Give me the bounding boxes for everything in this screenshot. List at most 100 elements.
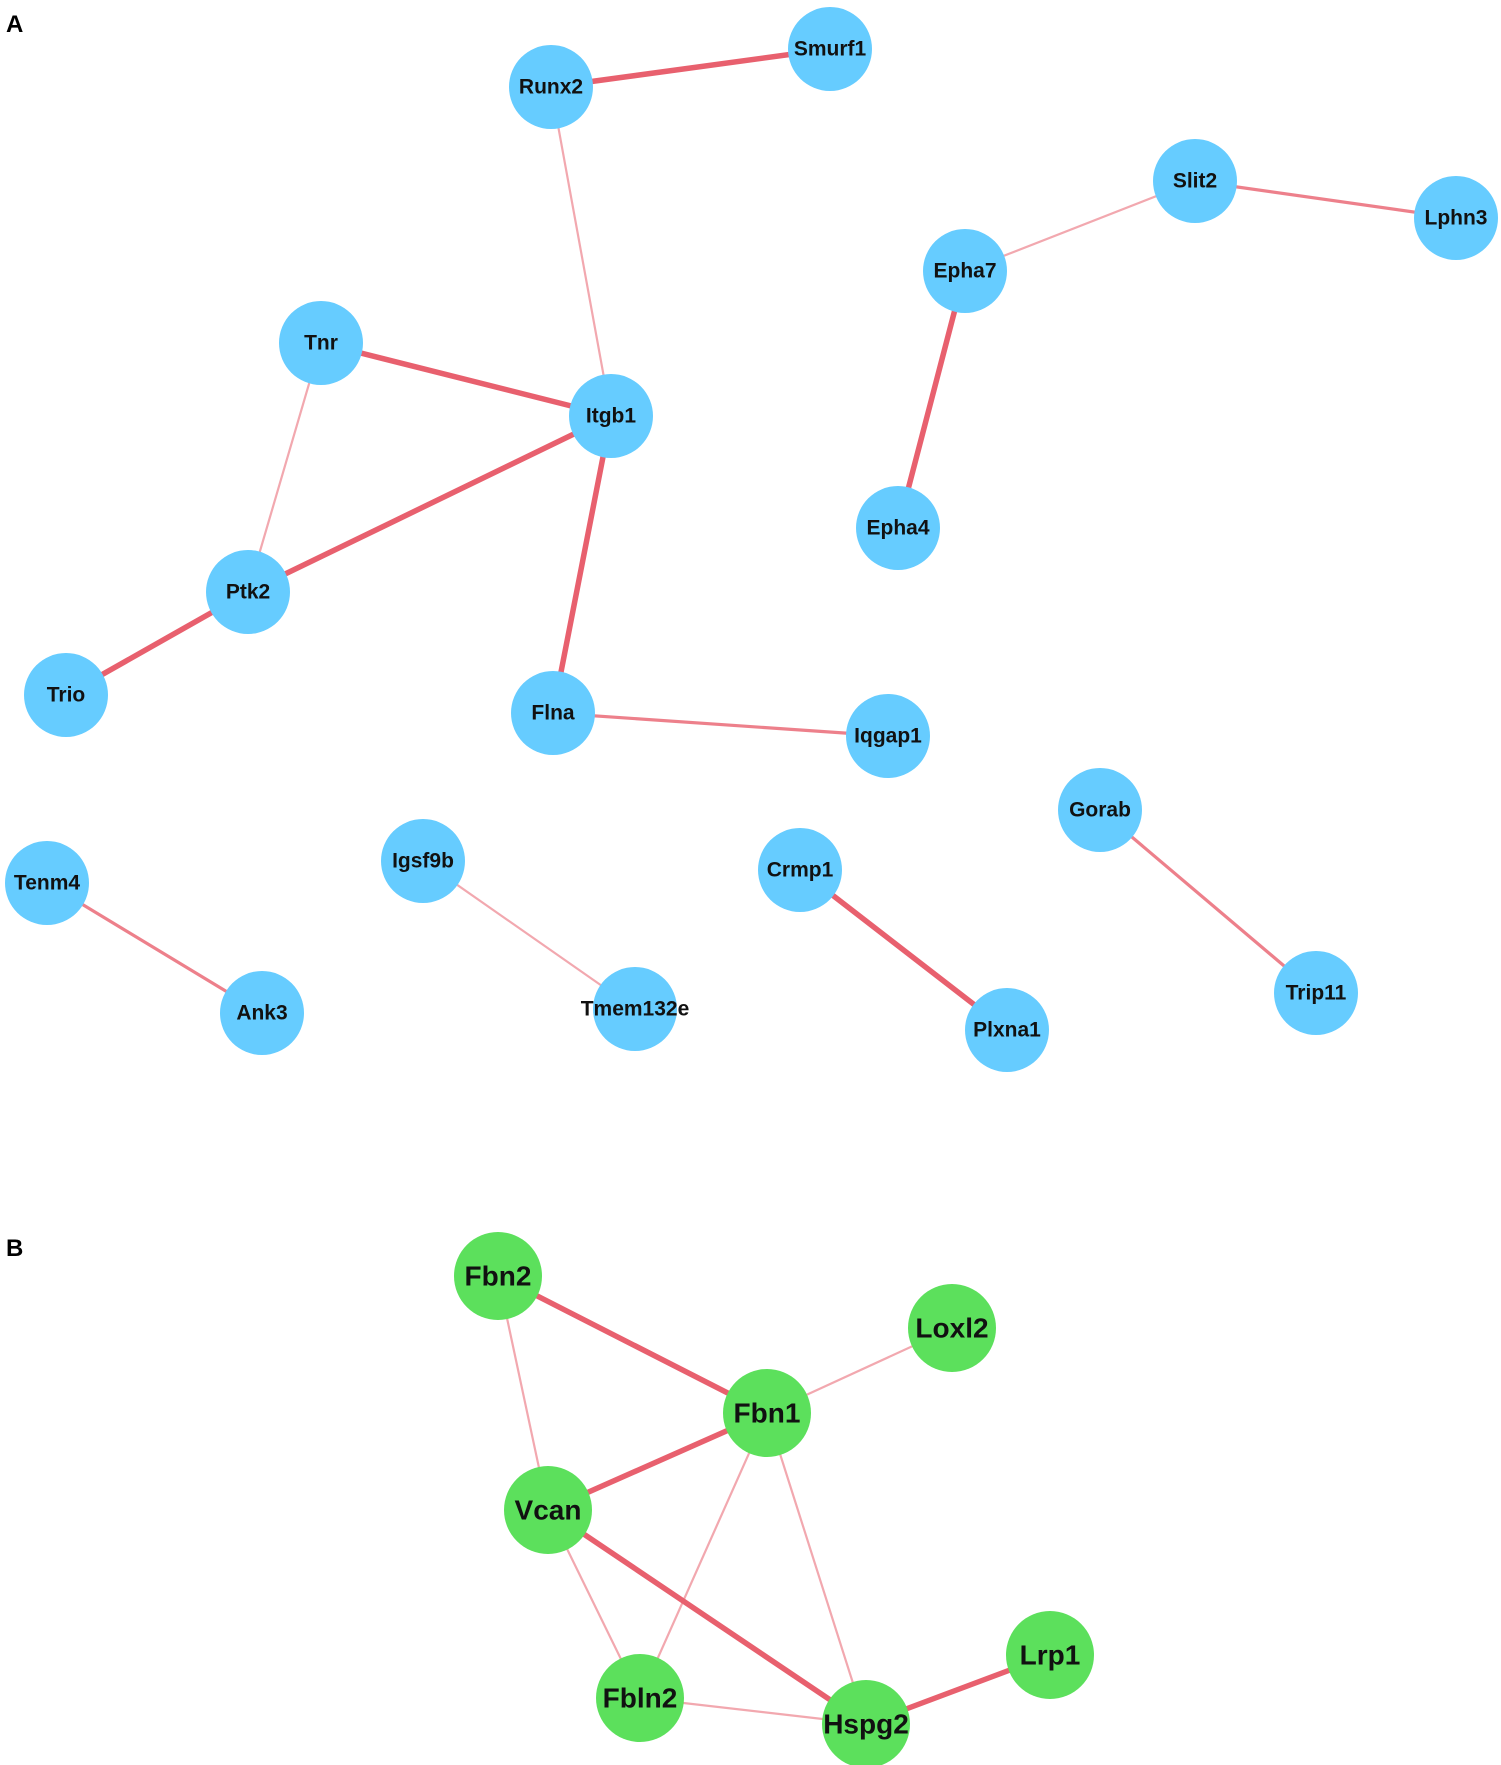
node-label: Lphn3: [1425, 207, 1488, 230]
node-loxl2: Loxl2: [908, 1284, 996, 1372]
node-label: Slit2: [1173, 170, 1217, 193]
node-label: Tmem132e: [581, 998, 690, 1021]
node-trio: Trio: [24, 653, 108, 737]
node-circle: [1058, 768, 1142, 852]
node-smurf1: Smurf1: [788, 7, 872, 91]
node-slit2: Slit2: [1153, 139, 1237, 223]
node-label: Fbn2: [465, 1261, 532, 1292]
node-label: Crmp1: [767, 859, 834, 882]
node-label: Fbln2: [603, 1683, 678, 1714]
node-circle: [511, 671, 595, 755]
edge-fbn1-hspg2: [765, 1411, 868, 1726]
node-circle: [220, 971, 304, 1055]
node-label: Hspg2: [823, 1709, 909, 1740]
panel-b-label: B: [6, 1235, 23, 1262]
panel-a: A Smurf1Runx2Slit2Lphn3Epha7TnrItgb1Epha…: [5, 7, 1498, 1072]
node-circle: [596, 1654, 684, 1742]
node-circle: [1414, 176, 1498, 260]
node-circle: [788, 7, 872, 91]
node-hspg2: Hspg2: [822, 1680, 910, 1765]
node-circle: [381, 819, 465, 903]
edge-itgb1-ptk2: [245, 413, 614, 595]
node-vcan: Vcan: [504, 1466, 592, 1554]
node-epha7: Epha7: [923, 229, 1007, 313]
panel-a-label: A: [6, 11, 23, 38]
node-runx2: Runx2: [509, 45, 593, 129]
edge-igsf9b-tmem132e: [421, 859, 637, 1011]
node-tmem132e: Tmem132e: [581, 967, 690, 1051]
node-plxna1: Plxna1: [965, 988, 1049, 1072]
node-label: Igsf9b: [392, 850, 454, 873]
node-circle: [923, 229, 1007, 313]
node-circle: [504, 1466, 592, 1554]
node-label: Plxna1: [973, 1019, 1041, 1042]
node-lphn3: Lphn3: [1414, 176, 1498, 260]
edge-runx2-itgb1: [549, 85, 613, 418]
edge-slit2-lphn3: [1193, 179, 1458, 220]
node-itgb1: Itgb1: [569, 374, 653, 458]
node-label: Iqgap1: [854, 725, 922, 748]
node-circle: [965, 988, 1049, 1072]
edge-tnr-itgb1: [318, 340, 614, 419]
node-circle: [279, 301, 363, 385]
edge-epha7-epha4: [895, 268, 968, 531]
node-label: Smurf1: [794, 38, 867, 61]
node-fbn2: Fbn2: [454, 1232, 542, 1320]
node-ank3: Ank3: [220, 971, 304, 1055]
node-label: Ptk2: [226, 581, 270, 604]
node-label: Trio: [47, 684, 86, 707]
node-label: Tnr: [304, 332, 338, 355]
node-circle: [1274, 951, 1358, 1035]
edge-fbn2-fbn1: [495, 1273, 770, 1416]
node-label: Vcan: [515, 1495, 582, 1526]
node-tenm4: Tenm4: [5, 841, 89, 925]
node-label: Loxl2: [915, 1313, 988, 1344]
node-circle: [509, 45, 593, 129]
node-label: Tenm4: [14, 872, 80, 895]
node-label: Epha7: [933, 260, 996, 283]
node-fbn1: Fbn1: [723, 1369, 811, 1457]
node-label: Itgb1: [586, 405, 636, 428]
node-circle: [24, 653, 108, 737]
node-label: Runx2: [519, 76, 583, 99]
node-label: Flna: [531, 702, 574, 725]
node-epha4: Epha4: [856, 486, 940, 570]
edge-gorab-trip11: [1098, 808, 1318, 995]
node-circle: [908, 1284, 996, 1372]
node-label: Gorab: [1069, 799, 1131, 822]
node-circle: [454, 1232, 542, 1320]
node-circle: [1153, 139, 1237, 223]
node-circle: [723, 1369, 811, 1457]
node-label: Epha4: [866, 517, 929, 540]
node-ptk2: Ptk2: [206, 550, 290, 634]
node-circle: [758, 828, 842, 912]
node-fbln2: Fbln2: [596, 1654, 684, 1742]
edge-crmp1-plxna1: [797, 867, 1010, 1033]
edge-tnr-ptk2: [246, 341, 323, 594]
node-circle: [569, 374, 653, 458]
edge-runx2-smurf1: [548, 46, 833, 90]
panel-a-nodes: Smurf1Runx2Slit2Lphn3Epha7TnrItgb1Epha4P…: [5, 7, 1498, 1072]
node-label: Fbn1: [734, 1398, 801, 1429]
node-label: Trip11: [1286, 982, 1347, 1005]
node-lrp1: Lrp1: [1006, 1611, 1094, 1699]
node-tnr: Tnr: [279, 301, 363, 385]
panel-a-edges: [45, 46, 1458, 1033]
edge-fbn1-fbln2: [638, 1411, 769, 1700]
node-label: Lrp1: [1020, 1640, 1081, 1671]
node-trip11: Trip11: [1274, 951, 1358, 1035]
node-circle: [206, 550, 290, 634]
node-flna: Flna: [511, 671, 595, 755]
node-circle: [846, 694, 930, 778]
node-gorab: Gorab: [1058, 768, 1142, 852]
edge-flna-iqgap1: [551, 711, 890, 738]
node-crmp1: Crmp1: [758, 828, 842, 912]
node-iqgap1: Iqgap1: [846, 694, 930, 778]
node-igsf9b: Igsf9b: [381, 819, 465, 903]
edge-itgb1-flna: [550, 413, 614, 716]
node-circle: [856, 486, 940, 570]
node-label: Ank3: [236, 1002, 287, 1025]
